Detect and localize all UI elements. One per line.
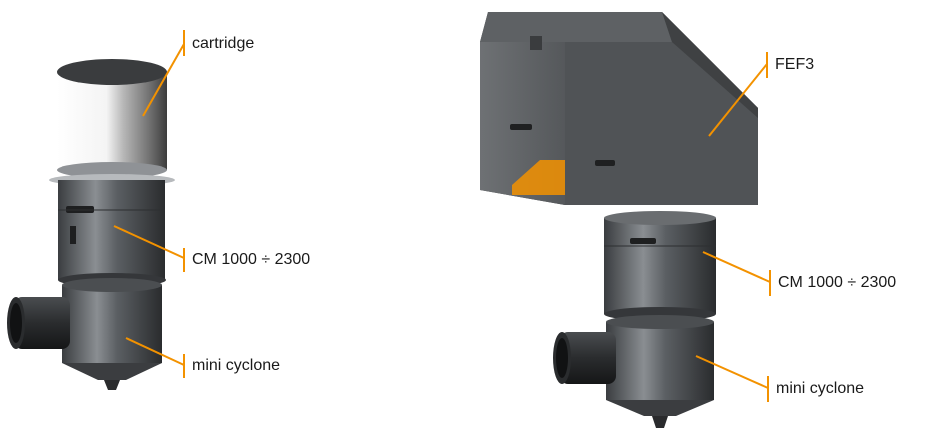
cm-body <box>604 211 716 321</box>
label-fef3: FEF3 <box>775 56 815 73</box>
mini-cyclone-body <box>62 278 162 390</box>
leader-cyclone-left <box>125 337 185 366</box>
label-cartridge: cartridge <box>192 35 255 52</box>
mini-cyclone-body <box>606 315 714 428</box>
right-unit <box>480 12 758 428</box>
leader-cartridge <box>142 43 185 117</box>
leader-cm-right <box>702 251 771 283</box>
hose <box>553 332 616 384</box>
leader-lines <box>113 30 771 402</box>
left-unit <box>7 59 175 390</box>
fef3-box <box>480 12 758 205</box>
leader-fef3 <box>708 63 768 137</box>
cartridge-cylinder <box>57 59 167 178</box>
label-cyclone-right: mini cyclone <box>776 380 865 397</box>
label-cm-left: CM 1000 ÷ 2300 <box>192 251 311 268</box>
leader-cm-left <box>113 225 185 259</box>
label-cyclone-left: mini cyclone <box>192 357 281 374</box>
hose <box>7 297 70 349</box>
cm-body <box>58 180 166 287</box>
label-cm-right: CM 1000 ÷ 2300 <box>778 274 897 291</box>
leader-cyclone-right <box>695 355 769 389</box>
